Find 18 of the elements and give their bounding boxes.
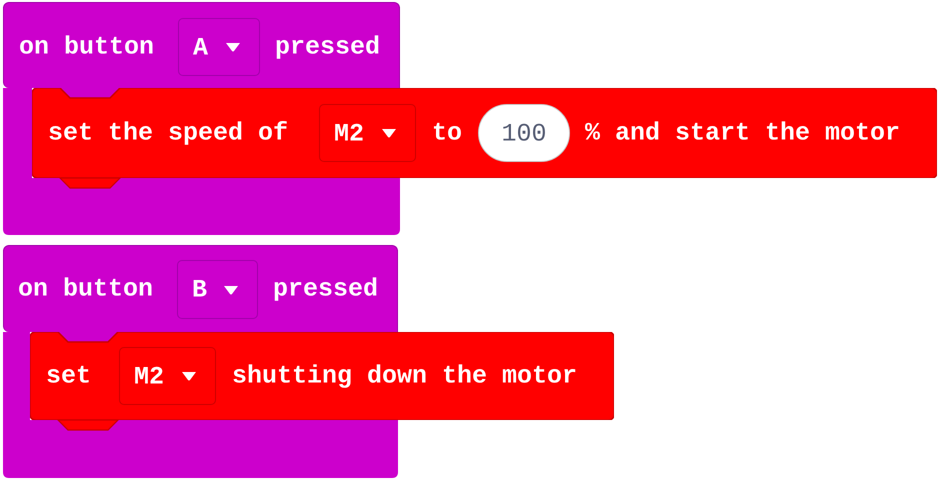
dropdown-field xyxy=(178,18,260,76)
number-value: 100 xyxy=(500,122,548,146)
dropdown-field xyxy=(177,260,258,319)
dropdown-value: M2 xyxy=(134,364,164,390)
dropdown-field xyxy=(119,347,216,405)
block-label: on button xyxy=(18,276,154,302)
block-label: pressed xyxy=(275,34,380,60)
block-label: % and start the motor xyxy=(585,120,900,146)
dropdown-value: A xyxy=(193,36,208,60)
dropdown-value: B xyxy=(192,278,208,302)
block-label: shutting down the motor xyxy=(232,364,578,388)
block-label: set xyxy=(46,364,92,388)
block-label: to xyxy=(432,120,462,146)
dropdown-field xyxy=(319,104,416,162)
block-label: set the speed of xyxy=(48,120,288,146)
block-label: pressed xyxy=(273,276,378,302)
dropdown-value: M2 xyxy=(334,122,364,146)
block-label: on button xyxy=(19,34,154,60)
